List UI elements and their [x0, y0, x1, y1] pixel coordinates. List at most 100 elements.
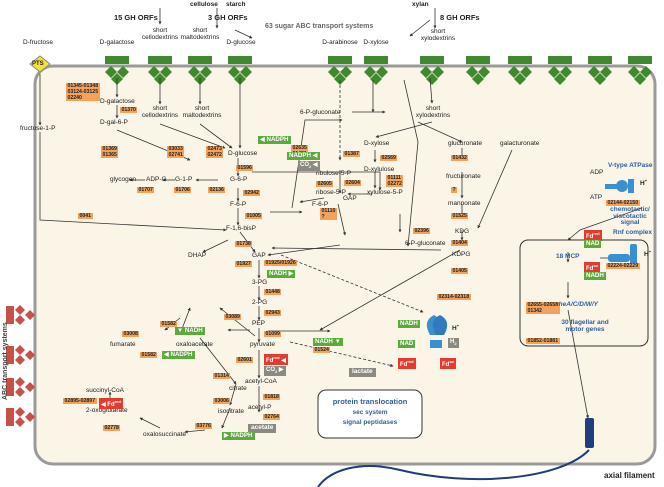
- gene-box-02942: 02942: [243, 190, 261, 196]
- lactate: lactate: [349, 368, 376, 377]
- xylulose-5p: xylulose-5-P: [367, 189, 403, 196]
- d-gal-6p: D-gal-6-P: [100, 119, 128, 126]
- galacturonate: galacturonate: [500, 140, 540, 147]
- sec-system-label: sec system: [352, 409, 388, 416]
- starch-label: starch: [226, 1, 246, 8]
- d-xylulose: D-xylulose: [364, 166, 395, 173]
- co2-2: CO2 ▶: [264, 366, 286, 377]
- gene-box-02605: 02605: [316, 181, 334, 187]
- d-xylose: D-xylose: [364, 140, 390, 147]
- acetate: acetate: [248, 424, 277, 433]
- cell-envelope: [33, 64, 657, 466]
- gene-box-01582-b: 01582: [140, 352, 158, 358]
- gene-box-01405: 01405: [451, 268, 469, 274]
- gene-box-01314: 01314: [213, 373, 231, 379]
- 3-pg: 3-PG: [252, 279, 268, 286]
- gene-box-03776: 03776: [195, 423, 213, 429]
- hydrogenase-icon: [426, 315, 448, 348]
- gene-box-01099: 01099: [264, 331, 282, 337]
- abc-transporter-icon: [148, 56, 172, 85]
- pyruvate: pyruvate: [250, 341, 275, 348]
- nadh-3: NADH ▼: [313, 338, 343, 346]
- gene-box-01111: 01111 02272: [386, 175, 404, 187]
- gene-box-01387: 01387: [343, 151, 361, 157]
- gene-box-01404: 01404: [451, 240, 469, 246]
- nadh-1: NADH ▶: [267, 270, 296, 278]
- gene-box-02895: 02895-02897: [63, 398, 97, 404]
- nad-hyd: NAD: [398, 340, 416, 348]
- g1p: G-1-P: [175, 176, 193, 183]
- gene-box-03008: 03008: [122, 331, 140, 337]
- axial-filament: [317, 449, 590, 487]
- abc-transporter-icon: [628, 56, 652, 85]
- nadph-3: ◀ NADPH: [162, 351, 195, 359]
- fd-red-1: Fdred ◀: [264, 354, 288, 365]
- gene-box-01582-a: 01582: [160, 321, 178, 327]
- d-glucose-top-label: D-glucose: [226, 39, 256, 46]
- f16bisp: F-1,6-bisP: [226, 225, 256, 232]
- gene-box-01927: 01927: [235, 261, 253, 267]
- gene-box-01110: 01110 ?: [320, 208, 337, 220]
- gene-box-02136: 02136: [208, 187, 226, 193]
- abc63-label: 63 sugar ABC transport systems: [265, 23, 374, 30]
- orfs15-label: 15 GH ORFs: [114, 13, 158, 22]
- acetyl-coa: acetyl-CoA: [245, 378, 277, 385]
- gene-box-01345: 01345-01348 03124-03125 02240: [66, 83, 100, 101]
- d-galactose-label: D-galactose: [99, 39, 135, 46]
- f6p: F-6-P: [230, 201, 247, 208]
- acetyl-p: acetyl-P: [248, 404, 272, 411]
- gene-box-03089: 03089: [224, 314, 242, 320]
- ribose-5p: ribose-5-P: [316, 189, 346, 196]
- gene-box-0041: 0041: [78, 213, 93, 219]
- gene-box-02764: 02764: [263, 414, 281, 420]
- nadph-4: ▶ NADPH: [222, 432, 255, 440]
- protein-translocation-title: protein translocation: [332, 397, 408, 406]
- gene-box-02655: 02655-02658 01342: [526, 302, 560, 314]
- gene-box-01596: 01596: [236, 165, 254, 171]
- orfs8-label: 8 GH ORFs: [440, 13, 480, 22]
- nadh-rnf: NADH: [584, 272, 606, 280]
- h-plus-atpase: H+: [640, 178, 648, 188]
- abc-transport-systems-label: ABC transport systems: [2, 322, 9, 400]
- v-atpase-icon: [605, 179, 634, 193]
- cellulose-label: cellulose: [190, 1, 218, 8]
- fd-red-rnf: Fdred: [584, 230, 602, 241]
- g6p: G-6-P: [230, 176, 248, 183]
- gene-box-02569: 02569: [380, 155, 398, 161]
- nadh-hyd: NADH: [398, 320, 420, 328]
- axial-filament-label: axial filament: [604, 471, 655, 480]
- d-glucose: D-glucose: [228, 150, 258, 157]
- nadh-2: ▼ NADH: [175, 327, 205, 335]
- nadph-2: NADPH ◀: [287, 152, 320, 160]
- succinyl-coa: succinyl-CoA: [86, 387, 124, 394]
- d-fructose-label: D-fructose: [23, 39, 53, 46]
- xylan-label: xylan: [412, 1, 429, 8]
- gene-box-01448: 01448: [264, 289, 282, 295]
- adp-g: ADP-G: [146, 176, 167, 183]
- abc-transporter-icon: [508, 56, 532, 85]
- abc-transporter-icon: [328, 56, 352, 85]
- kdpg: KDPG: [452, 251, 471, 258]
- short-xylodextrins-inner: short xylodextrins: [415, 105, 451, 119]
- 6p-gluconate-2: 6-P-gluconate: [405, 240, 446, 247]
- abc-transporter-icon: [588, 56, 612, 85]
- gene-box-02601: 02601: [236, 357, 254, 363]
- oxalosuccinate: oxalosuccinate: [143, 431, 186, 438]
- abc-transporter-icon: [364, 56, 388, 85]
- gene-box-02314: 02314-02318: [437, 294, 471, 300]
- gap: GAP: [252, 252, 266, 259]
- short-cellodextrins-label: short cellodextrins: [141, 27, 179, 41]
- 2-oxoglutarate: 2-oxoglutarate: [86, 407, 128, 414]
- isocitrate: isocitrate: [218, 408, 245, 415]
- 6p-gluconate: 6-P-gluconate: [300, 109, 341, 116]
- h-plus-rnf: H+: [644, 249, 652, 259]
- gene-box-01818: 01818: [263, 394, 281, 400]
- gene-box-02604: 02604: [344, 180, 362, 186]
- adp-label: ADP: [590, 169, 604, 176]
- atp-label: ATP: [590, 194, 603, 201]
- gene-box-01370: 01370: [120, 107, 138, 113]
- nadph-1: ◀ NADPH: [258, 136, 291, 144]
- abc-transporter-icon: [105, 56, 129, 85]
- d-xylose-top-label: D-xylose: [363, 39, 389, 46]
